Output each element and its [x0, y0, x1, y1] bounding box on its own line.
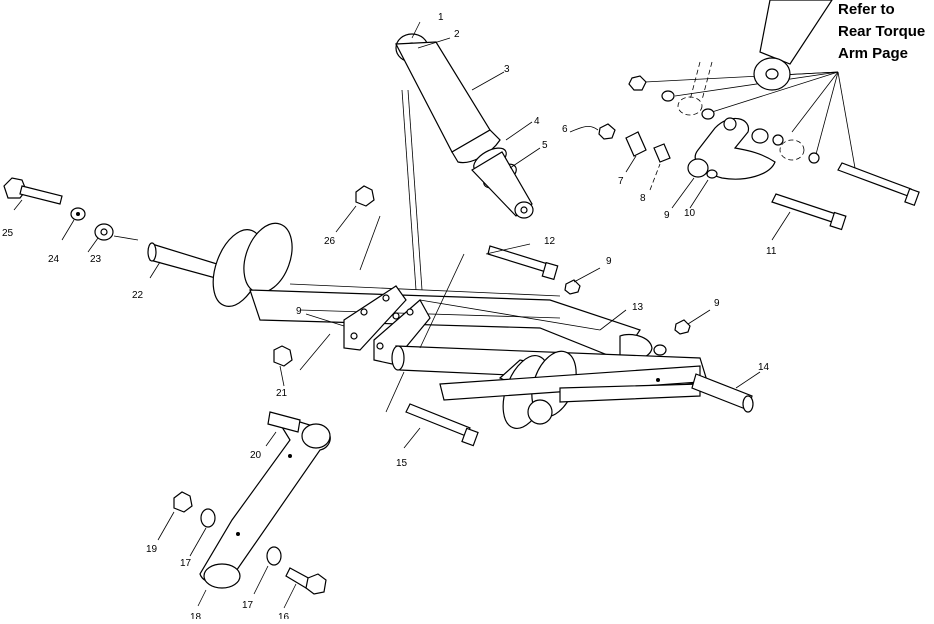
part-label-6: 6: [562, 124, 568, 135]
part-label-9-bracket: 9: [664, 210, 670, 221]
part-label-11: 11: [766, 246, 777, 257]
part-label-8: 8: [640, 193, 646, 204]
part-label-7: 7: [618, 176, 624, 187]
part-label-2: 2: [454, 29, 460, 40]
part-label-5: 5: [542, 140, 548, 151]
part-label-3: 3: [504, 64, 510, 75]
part-label-13: 13: [632, 302, 644, 313]
part-label-9-right: 9: [714, 298, 720, 309]
part-label-24: 24: [48, 254, 60, 265]
rear-torque-arm-callout: Refer to Rear Torque Arm Page: [838, 1, 925, 62]
torque-link-group: [157, 411, 331, 609]
part-label-21: 21: [276, 388, 288, 399]
part-label-14: 14: [758, 362, 770, 373]
part-label-20: 20: [250, 450, 262, 461]
part-label-22: 22: [132, 290, 144, 301]
callout-line-2: Rear Torque: [838, 23, 925, 40]
part-label-4: 4: [534, 116, 540, 127]
part-number-labels: 1 2 3 4 5 6 7 8 9 10 11 12 9 13 9 14 15 …: [2, 12, 777, 623]
part-label-9-top: 9: [606, 256, 612, 267]
part-label-12: 12: [544, 236, 556, 247]
callout-line-3: Arm Page: [838, 45, 908, 62]
shock-absorber: [395, 21, 541, 291]
torque-arm-bracket-group: [569, 0, 920, 241]
part-label-26: 26: [324, 236, 336, 247]
part-label-9-left: 9: [296, 306, 302, 317]
part-label-23: 23: [90, 254, 102, 265]
left-axle-group: [3, 177, 231, 283]
part-label-18: 18: [190, 612, 202, 619]
swing-arm: [212, 185, 761, 449]
callout-line-1: Refer to: [838, 1, 895, 18]
part-label-17-left: 17: [180, 558, 192, 569]
part-label-17-right: 17: [242, 600, 254, 611]
part-label-16: 16: [278, 612, 290, 619]
part-label-1: 1: [438, 12, 444, 23]
part-label-15: 15: [396, 458, 408, 469]
part-label-25: 25: [2, 228, 14, 239]
part-label-10: 10: [684, 208, 696, 219]
part-label-19: 19: [146, 544, 158, 555]
